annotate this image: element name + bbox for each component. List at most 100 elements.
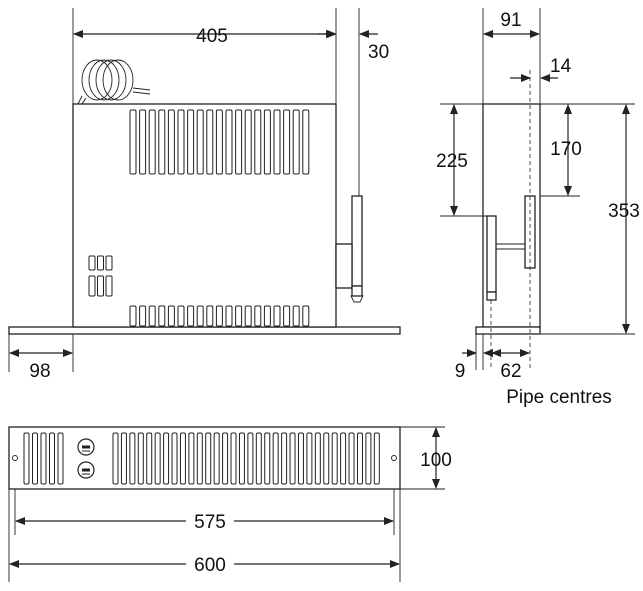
- end-view: 91 14 225 170 353 9 62 Pipe centres: [436, 8, 640, 408]
- dim-225-label: 225: [436, 151, 468, 172]
- vent-slot: [348, 432, 355, 485]
- dim-98-label: 98: [29, 361, 50, 382]
- vent-slot: [235, 305, 243, 327]
- vent-slot: [167, 109, 175, 175]
- vent-slot: [139, 109, 147, 175]
- vent-slot: [215, 109, 223, 175]
- pipe-centres-caption: Pipe centres: [506, 387, 612, 408]
- vent-slot: [264, 432, 271, 485]
- vent-slot: [254, 305, 262, 327]
- vent-slot: [158, 305, 166, 327]
- dim-62-label: 62: [500, 361, 521, 382]
- vent-slot: [196, 305, 204, 327]
- vent-slot: [163, 432, 170, 485]
- dim-353-label: 353: [608, 201, 640, 222]
- vent-slot: [297, 432, 304, 485]
- dim-9-label: 9: [455, 361, 466, 382]
- vent-slot: [205, 432, 212, 485]
- vent-slot: [222, 432, 229, 485]
- vent-slot: [146, 432, 153, 485]
- vent-slot: [188, 432, 195, 485]
- vent-slot: [129, 109, 137, 175]
- vent-slot: [97, 275, 104, 297]
- end-pipe-nut: [486, 291, 497, 301]
- end-pipe-left: [486, 215, 497, 293]
- front-view: 100 575 600: [8, 426, 452, 582]
- vent-slot: [49, 432, 55, 485]
- front-left-vents: [23, 432, 64, 485]
- dim-405-label: 405: [196, 26, 228, 47]
- vent-slot: [314, 432, 321, 485]
- vent-slot: [302, 109, 310, 175]
- side-pipe-bracket: [335, 195, 364, 303]
- vent-slot: [302, 305, 310, 327]
- vent-slot: [171, 432, 178, 485]
- vent-slot: [57, 432, 64, 485]
- vent-slot: [331, 432, 338, 485]
- vent-slot: [105, 275, 113, 297]
- side-base-plate: [8, 326, 401, 335]
- control-knob-icon: [77, 438, 95, 456]
- side-pipe-tall: [351, 195, 363, 287]
- vent-slot: [247, 432, 254, 485]
- vent-slot: [105, 255, 113, 271]
- vent-slot: [215, 305, 223, 327]
- vent-slot: [148, 109, 156, 175]
- vent-slot: [238, 432, 245, 485]
- vent-slot: [225, 305, 233, 327]
- vent-slot: [148, 305, 156, 327]
- screw-hole-icon: [12, 455, 18, 461]
- vent-slot: [196, 432, 203, 485]
- vent-slot: [179, 432, 186, 485]
- vent-slot: [177, 305, 185, 327]
- dim-575-label: 575: [194, 512, 226, 533]
- vent-slot: [365, 432, 372, 485]
- vent-slot: [323, 432, 330, 485]
- vent-slot: [230, 432, 237, 485]
- vent-slot: [283, 305, 291, 327]
- vent-slot: [356, 432, 363, 485]
- vent-slot: [139, 305, 147, 327]
- control-knob-icon: [77, 461, 95, 479]
- vent-slot: [196, 109, 204, 175]
- vent-slot: [154, 432, 161, 485]
- vent-slot: [289, 432, 296, 485]
- vent-slot: [167, 305, 175, 327]
- dim-14-label: 14: [550, 56, 572, 77]
- vent-slot: [40, 432, 47, 485]
- vent-slot: [273, 305, 281, 327]
- vent-slot: [272, 432, 279, 485]
- dim-170-label: 170: [550, 139, 582, 160]
- vent-slot: [244, 305, 252, 327]
- vent-slot: [340, 432, 347, 485]
- side-pipe-nut: [351, 285, 363, 297]
- vent-slot: [292, 109, 300, 175]
- vent-slot: [283, 109, 291, 175]
- vent-slot: [263, 305, 271, 327]
- vent-slot: [273, 109, 281, 175]
- vent-slot: [255, 432, 262, 485]
- vent-slot: [129, 432, 136, 485]
- vent-slot: [177, 109, 185, 175]
- vent-slot: [254, 109, 262, 175]
- vent-slot: [137, 432, 144, 485]
- vent-slot: [97, 255, 104, 271]
- side-pipe-strap: [335, 243, 353, 289]
- vent-slot: [88, 275, 96, 297]
- coiled-cable-icon: [77, 59, 151, 105]
- dim-100-label: 100: [420, 450, 452, 471]
- side-body: [72, 103, 337, 328]
- vent-slot: [306, 432, 313, 485]
- vent-slot: [373, 432, 380, 485]
- vent-slot: [158, 109, 166, 175]
- vent-slot: [263, 109, 271, 175]
- end-base-plate: [475, 326, 541, 335]
- vent-slot: [206, 305, 214, 327]
- screw-hole-icon: [391, 455, 397, 461]
- vent-slot: [206, 109, 214, 175]
- vent-slot: [88, 255, 96, 271]
- vent-slot: [129, 305, 137, 327]
- dim-600-label: 600: [194, 555, 226, 576]
